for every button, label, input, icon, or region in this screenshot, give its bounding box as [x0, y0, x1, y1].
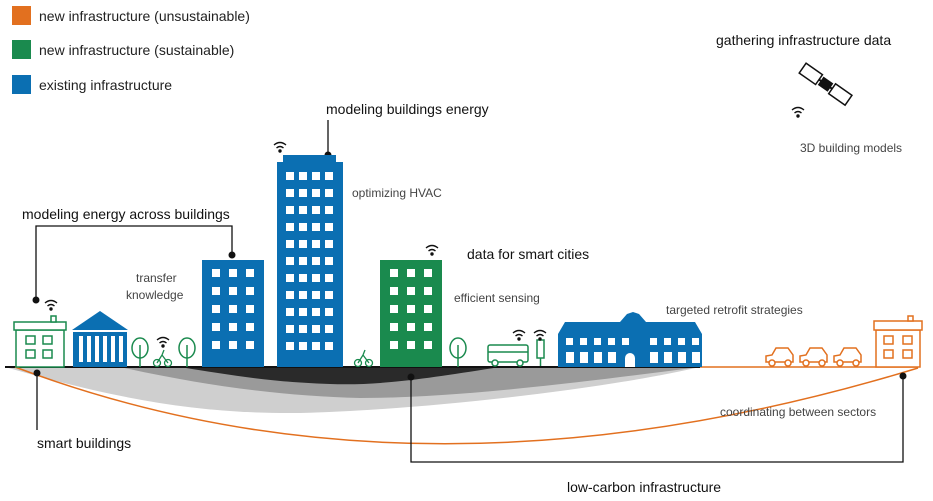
- connector-across-buildings: [35, 225, 233, 300]
- sustainable-building-icon: [380, 260, 442, 367]
- wifi-icon: [273, 141, 287, 153]
- ground-layer-dark: [180, 367, 500, 385]
- label-efficient-sensing: efficient sensing: [454, 291, 540, 305]
- bicycle-icon: [353, 349, 374, 368]
- bus-icon: [487, 344, 529, 367]
- car-icon: [799, 347, 828, 367]
- connector-dot: [33, 369, 41, 377]
- legend-swatch-green: [12, 40, 31, 59]
- wifi-icon: [44, 299, 58, 311]
- label-optimizing-hvac: optimizing HVAC: [352, 186, 442, 200]
- legend-label: new infrastructure (sustainable): [39, 41, 235, 58]
- connector-low-carbon: [410, 376, 904, 463]
- label-coordinating: coordinating between sectors: [720, 405, 877, 419]
- label-modeling-buildings-energy: modeling buildings energy: [326, 101, 489, 117]
- label-gathering-data: gathering infrastructure data: [716, 32, 892, 48]
- legend-item-unsustainable: new infrastructure (unsustainable): [12, 6, 250, 25]
- unsustainable-house-icon: [873, 315, 923, 368]
- label-smart-cities: data for smart cities: [467, 246, 590, 262]
- legend-swatch-orange: [12, 6, 31, 25]
- legend-swatch-blue: [12, 75, 31, 94]
- connector-dot: [228, 251, 236, 259]
- coordination-arc: [14, 366, 919, 445]
- satellite-icon: [798, 62, 853, 107]
- label-smart-buildings: smart buildings: [37, 435, 132, 451]
- tree-icon: [449, 337, 467, 367]
- legend-item-sustainable: new infrastructure (sustainable): [12, 40, 234, 59]
- tree-icon: [178, 337, 196, 367]
- traffic-light-icon: [536, 339, 545, 366]
- connector-dot: [407, 373, 415, 381]
- label-modeling-across-buildings: modeling energy across buildings: [22, 206, 230, 222]
- connector-dot: [32, 296, 40, 304]
- smart-house-icon: [13, 315, 67, 368]
- connector-dot: [899, 372, 907, 380]
- legend-label: existing infrastructure: [39, 76, 173, 93]
- label-3d-models: 3D building models: [800, 141, 903, 155]
- label-transfer: transfer: [136, 271, 177, 285]
- label-low-carbon: low-carbon infrastructure: [567, 479, 722, 495]
- label-knowledge: knowledge: [126, 288, 184, 302]
- legend-item-existing: existing infrastructure: [12, 75, 172, 94]
- tree-icon: [131, 337, 149, 367]
- tall-office-building-icon: [277, 162, 343, 367]
- bicycle-icon: [152, 349, 173, 368]
- wifi-icon: [425, 244, 439, 256]
- legend-label: new infrastructure (unsustainable): [39, 7, 250, 24]
- wifi-icon: [512, 329, 526, 341]
- wifi-icon: [791, 106, 805, 118]
- car-icon: [765, 347, 794, 367]
- wifi-icon: [156, 336, 170, 348]
- wifi-icon: [533, 329, 547, 341]
- car-icon: [833, 347, 862, 367]
- label-retrofit: targeted retrofit strategies: [666, 303, 803, 317]
- public-building-icon: [72, 311, 128, 367]
- office-building-icon: [202, 260, 264, 367]
